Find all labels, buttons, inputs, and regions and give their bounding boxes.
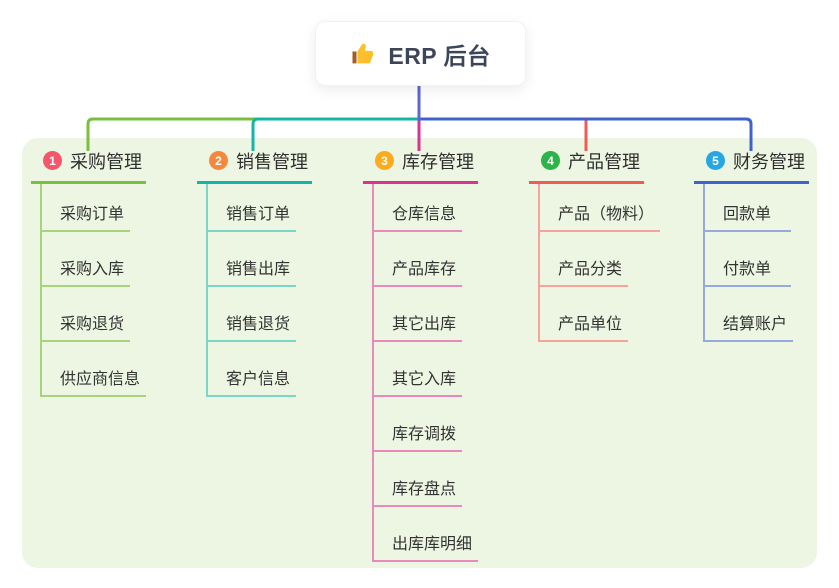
child-node[interactable]: 其它出库	[374, 287, 463, 342]
child-label: 客户信息	[226, 371, 291, 388]
child-node[interactable]: 结算账户	[705, 287, 794, 342]
child-node[interactable]: 产品（物料）	[540, 184, 661, 232]
child-node[interactable]: 产品分类	[540, 232, 629, 287]
branch-number-badge: 3	[375, 151, 394, 170]
branch-finance: 5 财务管理 回款单 付款单 结算账户	[694, 148, 809, 342]
branch-purchase: 1 采购管理 采购订单 采购入库 采购退货 供应商信息	[31, 148, 147, 397]
branch-sales-children: 销售订单 销售出库 销售退货 客户信息	[206, 184, 297, 397]
branch-number-badge: 1	[43, 151, 62, 170]
child-node[interactable]: 供应商信息	[42, 342, 147, 397]
child-node[interactable]: 采购退货	[42, 287, 131, 342]
thumbs-up-icon	[352, 43, 374, 64]
child-label: 库存调拨	[392, 426, 457, 443]
child-label: 采购订单	[60, 206, 125, 223]
child-label: 其它入库	[392, 371, 457, 388]
branches-panel	[22, 138, 817, 568]
child-node[interactable]: 其它入库	[374, 342, 463, 397]
child-node[interactable]: 产品库存	[374, 232, 463, 287]
child-label: 结算账户	[723, 316, 788, 333]
child-node[interactable]: 回款单	[705, 184, 791, 232]
child-label: 采购入库	[60, 261, 125, 278]
child-label: 产品库存	[392, 261, 457, 278]
root-node[interactable]: ERP 后台	[315, 21, 526, 86]
child-label: 付款单	[723, 261, 772, 278]
child-node[interactable]: 付款单	[705, 232, 791, 287]
child-node[interactable]: 销售订单	[208, 184, 297, 232]
child-label: 供应商信息	[60, 371, 141, 388]
child-label: 其它出库	[392, 316, 457, 333]
branch-label: 库存管理	[402, 151, 474, 172]
child-label: 产品单位	[558, 316, 623, 333]
branch-product-children: 产品（物料） 产品分类 产品单位	[538, 184, 661, 342]
root-title: ERP 后台	[388, 42, 491, 69]
branch-label: 财务管理	[733, 151, 805, 172]
child-label: 销售退货	[226, 316, 291, 333]
child-label: 仓库信息	[392, 206, 457, 223]
branch-product-header[interactable]: 4 产品管理	[529, 148, 644, 184]
branch-number-badge: 2	[209, 151, 228, 170]
branch-number-badge: 5	[706, 151, 725, 170]
child-label: 采购退货	[60, 316, 125, 333]
child-label: 产品（物料）	[558, 206, 655, 223]
child-node[interactable]: 销售退货	[208, 287, 297, 342]
branch-number-badge: 4	[541, 151, 560, 170]
child-label: 销售订单	[226, 206, 291, 223]
branch-product: 4 产品管理 产品（物料） 产品分类 产品单位	[529, 148, 661, 342]
child-label: 回款单	[723, 206, 772, 223]
branch-inventory: 3 库存管理 仓库信息 产品库存 其它出库 其它入库 库存调拨 库存盘点 出库库…	[363, 148, 479, 562]
child-node[interactable]: 销售出库	[208, 232, 297, 287]
child-node[interactable]: 仓库信息	[374, 184, 463, 232]
child-node[interactable]: 出库库明细	[374, 507, 479, 562]
branch-inventory-children: 仓库信息 产品库存 其它出库 其它入库 库存调拨 库存盘点 出库库明细	[372, 184, 479, 562]
branch-inventory-header[interactable]: 3 库存管理	[363, 148, 478, 184]
branch-purchase-header[interactable]: 1 采购管理	[31, 148, 146, 184]
branch-label: 采购管理	[70, 151, 142, 172]
branch-sales: 2 销售管理 销售订单 销售出库 销售退货 客户信息	[197, 148, 312, 397]
child-node[interactable]: 库存盘点	[374, 452, 463, 507]
child-node[interactable]: 采购订单	[42, 184, 131, 232]
child-node[interactable]: 产品单位	[540, 287, 629, 342]
child-label: 销售出库	[226, 261, 291, 278]
child-node[interactable]: 采购入库	[42, 232, 131, 287]
branch-purchase-children: 采购订单 采购入库 采购退货 供应商信息	[40, 184, 147, 397]
child-label: 库存盘点	[392, 481, 457, 498]
branch-label: 产品管理	[568, 151, 640, 172]
branch-finance-children: 回款单 付款单 结算账户	[703, 184, 794, 342]
child-label: 出库库明细	[392, 536, 473, 553]
branch-label: 销售管理	[236, 151, 308, 172]
branch-sales-header[interactable]: 2 销售管理	[197, 148, 312, 184]
branch-finance-header[interactable]: 5 财务管理	[694, 148, 809, 184]
child-node[interactable]: 客户信息	[208, 342, 297, 397]
child-node[interactable]: 库存调拨	[374, 397, 463, 452]
child-label: 产品分类	[558, 261, 623, 278]
